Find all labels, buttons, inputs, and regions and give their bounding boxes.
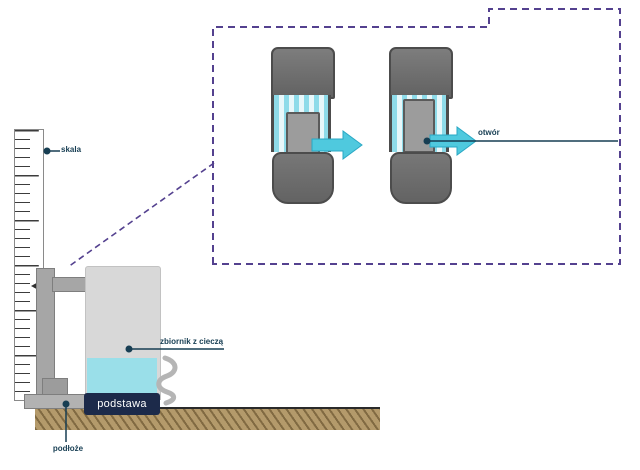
detail-b-top-cap (389, 47, 453, 99)
detail-a-bottom-cylinder (272, 152, 334, 204)
base-label-text: podstawa (97, 398, 147, 410)
scale-dot-marker (43, 147, 51, 155)
detail-b-piston (403, 99, 435, 153)
outlet-annotation-label: otwór (478, 128, 500, 137)
base-plate (24, 394, 88, 409)
detail-a-top-cap (271, 47, 335, 99)
spring-shape (156, 355, 178, 406)
container-annotation-label: zbiornik z cieczą (160, 337, 224, 346)
scale-annotation-label: skala (61, 145, 82, 154)
liquid-fill (87, 358, 157, 396)
detail-b-bottom-cylinder (390, 152, 452, 204)
measuring-scale (14, 129, 44, 401)
ground-annotation-label: podłoże (52, 444, 84, 453)
base-label: podstawa (84, 393, 160, 415)
magnifier-connector-line (67, 162, 215, 268)
